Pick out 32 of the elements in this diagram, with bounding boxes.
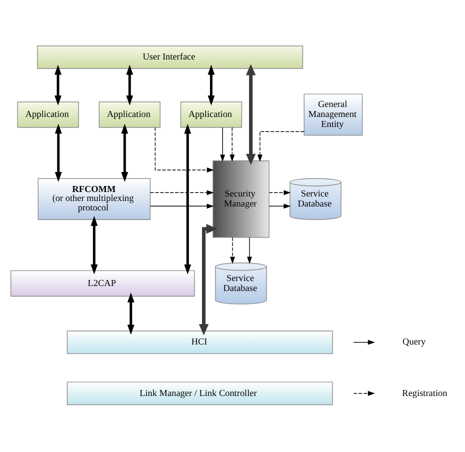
legend-label: Query: [402, 336, 426, 347]
arrow: [198, 224, 218, 336]
node-box: HCI: [66, 330, 333, 354]
arrow: [268, 190, 291, 196]
node-box: Link Manager / Link Controller: [66, 382, 333, 406]
arrow: [220, 127, 226, 162]
arrow: [150, 204, 214, 209]
arrow: [150, 190, 214, 196]
node-box: Application: [98, 102, 160, 128]
legend-label: Registration: [402, 388, 448, 398]
node-box: User Interface: [37, 45, 304, 69]
node-box: General Management Entity: [304, 94, 363, 136]
arrow: [208, 64, 215, 106]
node-box: Application: [17, 102, 79, 128]
node-box: Security Manager: [212, 160, 270, 238]
arrow: [230, 237, 235, 264]
arrow: [268, 204, 291, 209]
arrow: [121, 124, 128, 182]
arrow: [184, 124, 192, 274]
node-box: Application: [180, 102, 242, 128]
arrow: [154, 127, 214, 172]
arrow: [90, 216, 98, 274]
arrow: [127, 292, 134, 335]
arrow: [230, 127, 235, 162]
arrow: [126, 64, 134, 106]
arrow: [54, 64, 62, 106]
node-box: L2CAP: [10, 270, 195, 297]
arrow: [246, 64, 256, 166]
arrow: [257, 131, 304, 162]
arrow: [247, 237, 252, 264]
node-box: RFCOMM (or other multiplexing protocol: [38, 178, 151, 220]
arrow: [54, 124, 62, 182]
